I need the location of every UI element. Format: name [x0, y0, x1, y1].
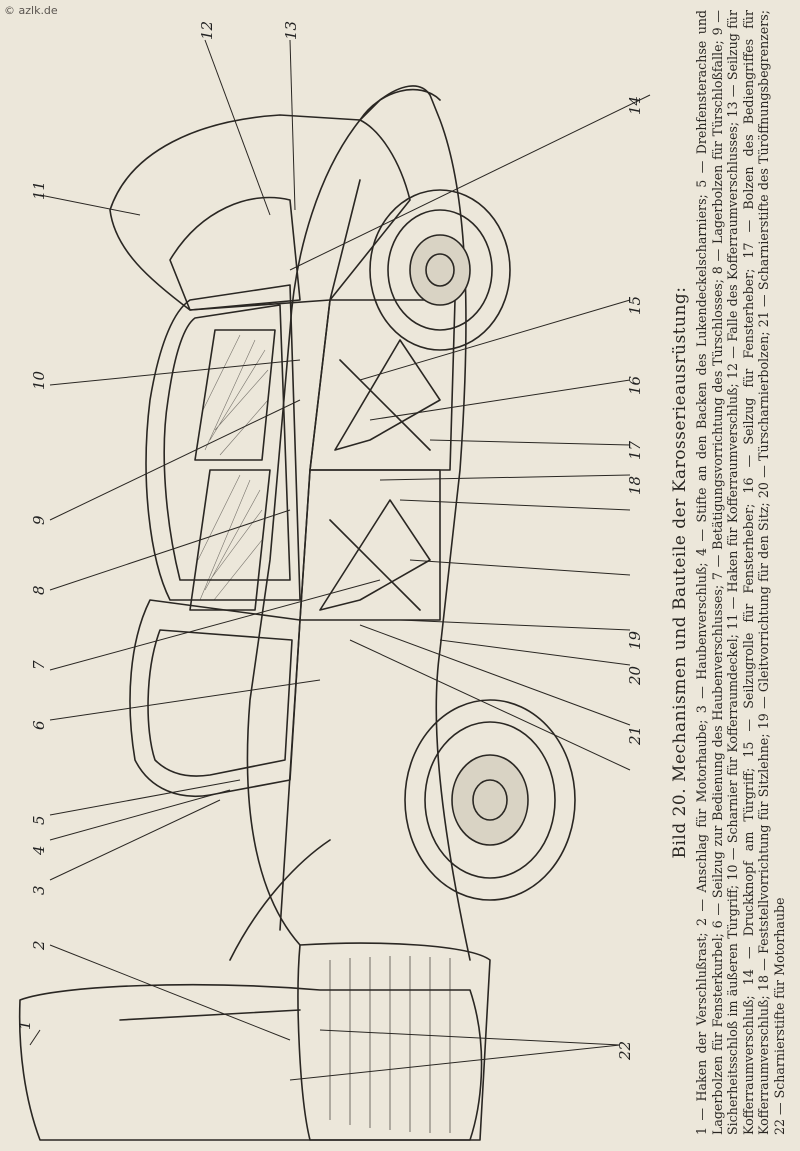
rear-wheel: [369, 189, 511, 351]
callout-18: 18: [626, 476, 644, 495]
leader-22: [289, 1029, 621, 1081]
callout-8: 8: [30, 585, 48, 595]
leader-4: [49, 789, 231, 841]
watermark: © azlk.de: [4, 4, 58, 17]
rear-seat: [194, 329, 276, 461]
roof-outline: [145, 284, 301, 601]
callout-12: 12: [198, 21, 216, 40]
callout-19: 19: [626, 630, 644, 650]
leader-16: [369, 379, 631, 576]
front-grille: [297, 942, 491, 1141]
callout-9: 9: [30, 515, 48, 525]
leader-6: [49, 679, 321, 721]
callout-16: 16: [626, 375, 644, 395]
front-wheel: [404, 699, 576, 901]
callout-2: 2: [30, 940, 48, 951]
rear-window: [169, 196, 301, 311]
body-outline: [246, 85, 471, 961]
callout-21: 21: [626, 726, 644, 746]
leader-19: [399, 619, 631, 631]
leader-7: [49, 579, 381, 671]
sill-line: [279, 179, 361, 931]
leader-18: [379, 474, 631, 481]
leader-11: [39, 194, 141, 216]
regulator-cables-front: [319, 499, 431, 611]
callout-5: 5: [30, 815, 48, 825]
rear-door: [309, 299, 456, 471]
leader-20: [349, 639, 631, 771]
callout-7: 7: [30, 660, 48, 670]
leader-12: [204, 39, 271, 216]
trunk-lid: [109, 114, 411, 311]
rear-seat-hatch: [202, 334, 269, 456]
grille-slats: [329, 956, 451, 1133]
hood-lid: [18, 984, 483, 1141]
callout-22: 22: [616, 1041, 634, 1061]
callout-14: 14: [626, 96, 644, 115]
caption-title: Bild 20. Mechanismen und Bauteile der Ka…: [670, 286, 690, 859]
leader-1: [29, 1029, 41, 1046]
leader-14: [289, 94, 651, 271]
callout-15: 15: [626, 296, 644, 315]
front-door: [299, 469, 441, 621]
leader-9: [49, 399, 301, 521]
leader-13: [289, 39, 296, 211]
callout-1: 1: [16, 1020, 34, 1030]
windshield-inner: [147, 629, 293, 777]
callout-17: 17: [626, 440, 644, 460]
leader-15: [359, 299, 631, 511]
regulator-cables-rear: [334, 339, 441, 451]
rear-fender: [359, 88, 441, 121]
leader-8: [49, 509, 291, 591]
hood-cable: [119, 839, 331, 1021]
windshield: [129, 599, 301, 797]
caption-text: 1 — Haken der Verschlußrast; 2 — Anschla…: [694, 10, 787, 1135]
leader-17: [429, 439, 631, 446]
callout-3: 3: [30, 885, 48, 895]
front-seat: [189, 469, 271, 611]
front-seat-hatch: [197, 474, 263, 601]
figure-caption: Bild 20. Mechanismen und Bauteile der Ka…: [670, 10, 792, 1135]
roof-inner: [163, 304, 291, 581]
leader-2: [49, 944, 291, 1041]
leader-3: [49, 799, 221, 881]
callout-20: 20: [626, 665, 644, 686]
callout-10: 10: [30, 370, 48, 390]
callout-4: 4: [30, 845, 48, 856]
callout-13: 13: [282, 21, 300, 40]
callout-6: 6: [30, 720, 48, 730]
leader-10: [49, 359, 301, 386]
callout-11: 11: [30, 181, 48, 200]
leader-5: [49, 779, 241, 816]
leader-21: [359, 624, 631, 726]
